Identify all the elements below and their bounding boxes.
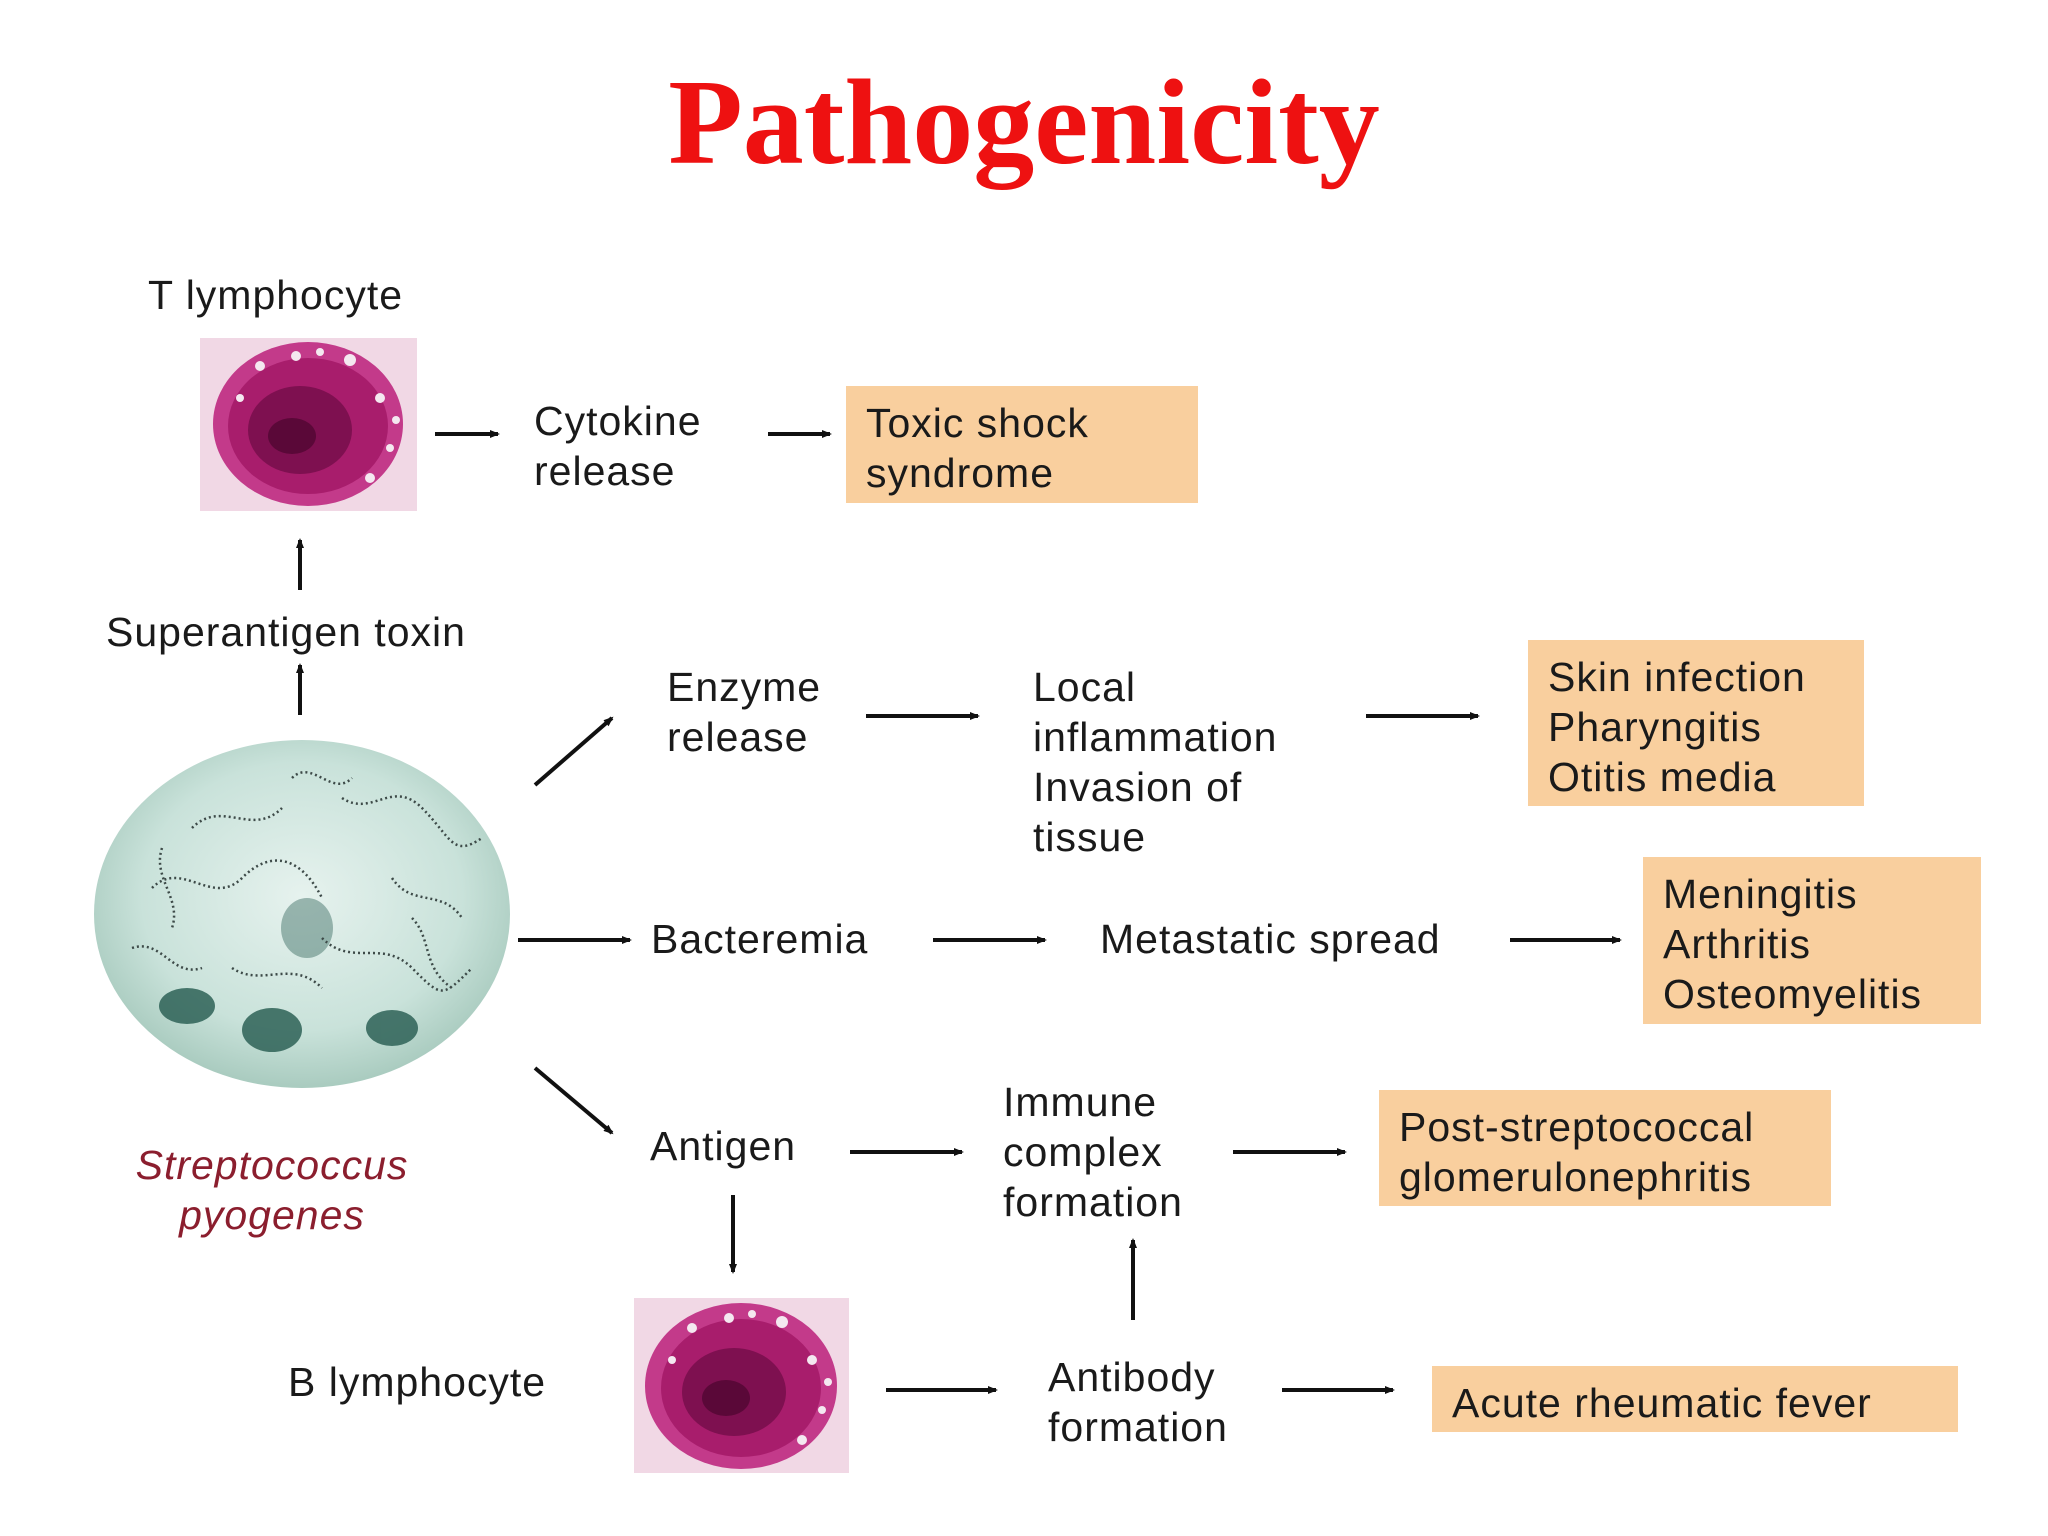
species-label: Streptococcus pyogenes: [135, 1142, 409, 1238]
b-lymphocyte-image: [634, 1298, 849, 1473]
outcome-glomerulonephritis: Post-streptococcal glomerulonephritis: [1379, 1090, 1831, 1206]
streptococcus-image: [92, 738, 512, 1090]
antigen-label: Antigen: [650, 1123, 797, 1169]
page-title: Pathogenicity: [668, 55, 1380, 190]
b-lymphocyte-label: B lymphocyte: [288, 1359, 547, 1405]
cytokine-release-label: Cytokine release: [534, 398, 702, 494]
outcome-rheumatic-fever: Acute rheumatic fever: [1432, 1366, 1958, 1432]
superantigen-toxin-label: Superantigen toxin: [106, 609, 466, 655]
antibody-formation-label: Antibody formation: [1048, 1354, 1228, 1450]
enzyme-release-label: Enzyme release: [667, 664, 822, 760]
arrow-bacteria-to-enzyme: [533, 716, 614, 787]
t-lymphocyte-label: T lymphocyte: [148, 272, 404, 318]
bacteremia-label: Bacteremia: [651, 916, 869, 962]
metastatic-spread-label: Metastatic spread: [1100, 916, 1441, 962]
outcome-toxic-shock: Toxic shock syndrome: [846, 386, 1198, 503]
local-inflammation-label: Local inflammation Invasion of tissue: [1033, 664, 1278, 860]
arrow-bacteria-to-antigen: [533, 1066, 614, 1135]
outcome-meningitis: Meningitis Arthritis Osteomyelitis: [1643, 857, 1981, 1024]
t-lymphocyte-image: [200, 338, 417, 511]
immune-complex-label: Immune complex formation: [1003, 1079, 1183, 1225]
outcome-skin-infection: Skin infection Pharyngitis Otitis media: [1528, 640, 1864, 806]
